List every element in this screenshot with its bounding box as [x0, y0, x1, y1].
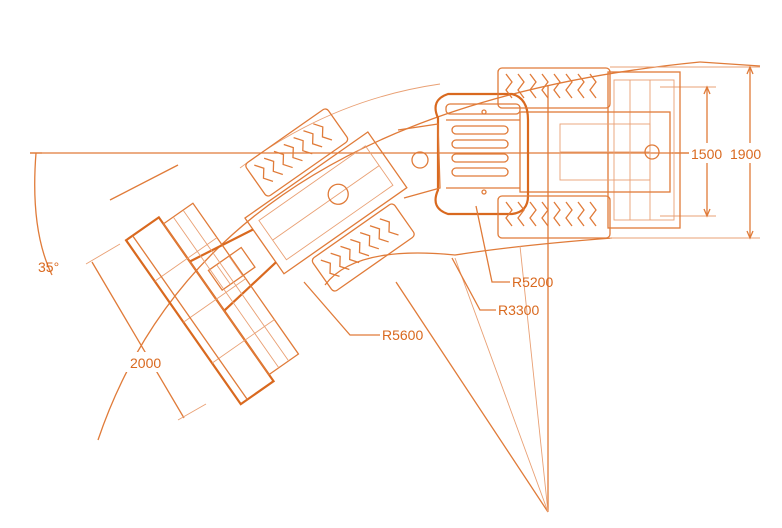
outer-turning-arc-end: [699, 61, 761, 67]
dim-ext-2000-top: [85, 243, 121, 265]
outer-turning-arc: [97, 61, 701, 441]
dim-arrow-1500-top: [703, 85, 711, 95]
radius-inner-front-label: R5200: [512, 274, 553, 290]
dim-arrow-1500-bottom: [703, 208, 711, 218]
radial-line-rear: [519, 245, 549, 513]
radius-outer-label: R5600: [382, 327, 423, 343]
leader-r5200: [475, 205, 510, 283]
leader-r3300: [451, 257, 496, 311]
bucket-width-label: 2000: [130, 355, 161, 371]
radial-line-inner: [454, 257, 549, 513]
front-frame: [189, 108, 415, 312]
radial-line-front: [395, 281, 549, 513]
dim-line-2000: [91, 261, 185, 419]
dim-line-2000b: [109, 164, 179, 201]
leader-r5600: [303, 281, 380, 336]
articulation-joint: [397, 123, 441, 199]
dim-arrow-1900-top: [746, 65, 754, 75]
radius-inner-rear-label: R3300: [498, 302, 539, 318]
width-front-label: 1500: [691, 146, 722, 162]
width-overall-label: 1900: [730, 146, 761, 162]
inner-turning-arc: [324, 237, 613, 286]
rear-frame: [434, 67, 681, 239]
angle-label: 35°: [38, 259, 59, 275]
angle-arc: [34, 152, 53, 276]
dim-ext-2000-bottom: [177, 403, 207, 421]
bucket: [124, 202, 300, 406]
dim-arrow-1900-bottom: [746, 230, 754, 240]
